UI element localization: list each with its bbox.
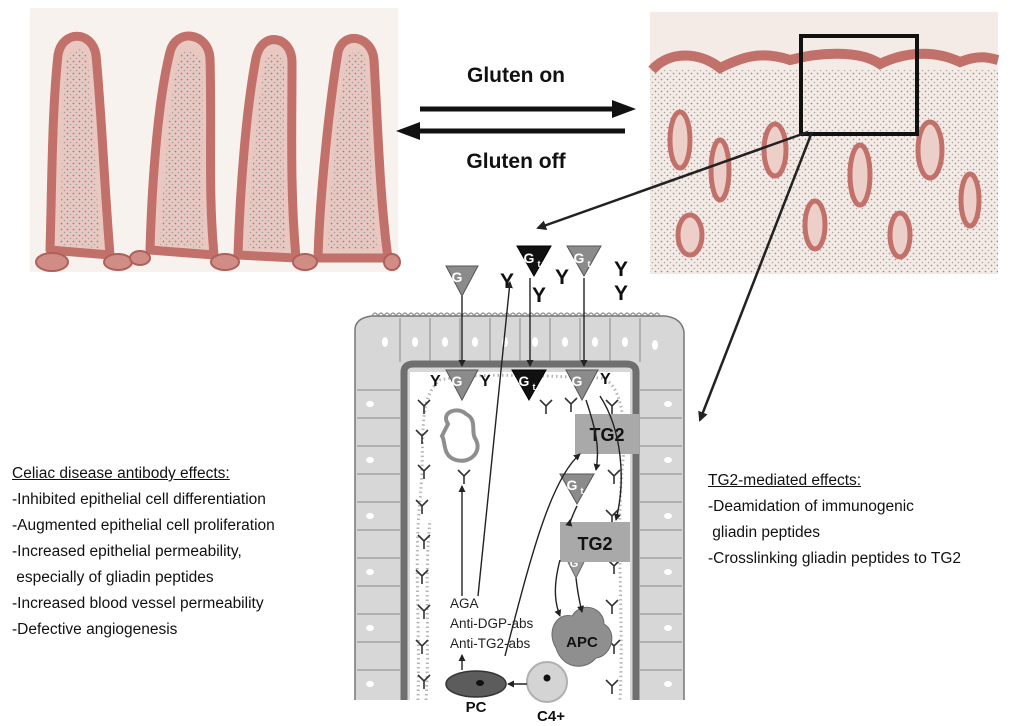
antibody-dgp: Anti-DGP-abs — [450, 616, 534, 631]
antibody-aga: AGA — [450, 596, 479, 611]
svg-text:Y: Y — [500, 270, 514, 293]
g2-label: G — [452, 373, 463, 389]
svg-text:Y: Y — [532, 284, 546, 307]
tg2-effect-item: -Deamidation of immunogenic — [708, 494, 961, 520]
tg2-effect-item: -Crosslinking gliadin peptides to TG2 — [708, 546, 961, 572]
g-label: G — [452, 269, 463, 285]
antibody-effect-item: -Augmented epithelial cell proliferation — [12, 513, 275, 539]
svg-text:Y: Y — [614, 258, 628, 281]
antibody-effect-item: -Increased blood vessel permeability — [12, 591, 275, 617]
tg2-label-bottom: TG2 — [577, 534, 612, 554]
antibody-effect-item: -Defective angiogenesis — [12, 617, 275, 643]
svg-text:Y: Y — [600, 371, 611, 388]
antibody-effects-panel: Celiac disease antibody effects: -Inhibi… — [12, 461, 275, 643]
histology-normal-villi — [30, 8, 400, 272]
tg2-effect-item: gliadin peptides — [708, 520, 961, 546]
gt2-label: G — [574, 250, 585, 266]
gluten-off-label: Gluten off — [466, 150, 566, 173]
svg-text:Y: Y — [555, 266, 569, 289]
histology-atrophic-mucosa — [650, 12, 998, 274]
antibody-effect-item: -Inhibited epithelial cell differentiati… — [12, 487, 275, 513]
pc-label: PC — [466, 699, 487, 716]
svg-text:Y: Y — [614, 282, 628, 305]
g3-label: G — [572, 373, 583, 389]
svg-text:Y: Y — [480, 373, 491, 390]
gt2-sub: t — [588, 259, 591, 269]
gt-label: G — [524, 250, 535, 266]
apc-label: APC — [566, 634, 598, 651]
villus-schematic: G G t G t G G t G G t G YYY YY YY Y TG2 … — [355, 246, 684, 725]
c4-cell — [527, 662, 567, 702]
gt3-sub: t — [533, 382, 536, 392]
gt3-label: G — [519, 373, 530, 389]
gluten-arrows: Gluten on Gluten off — [396, 64, 636, 173]
antibody-effects-heading: Celiac disease antibody effects: — [12, 461, 275, 487]
antibody-tg2: Anti-TG2-abs — [450, 636, 531, 651]
tg2-effects-panel: TG2-mediated effects: -Deamidation of im… — [708, 468, 961, 572]
gt4-label: G — [567, 477, 578, 493]
gt4-sub: t — [581, 486, 584, 496]
antibody-effect-item: especially of gliadin peptides — [12, 565, 275, 591]
svg-text:Y: Y — [430, 373, 441, 390]
gt-sub: t — [538, 259, 541, 269]
antibody-effect-item: -Increased epithelial permeability, — [12, 539, 275, 565]
gluten-on-label: Gluten on — [467, 64, 565, 87]
tg2-effects-heading: TG2-mediated effects: — [708, 468, 961, 494]
plasma-cell — [446, 671, 506, 697]
blood-vessel — [442, 410, 478, 460]
c4-label: C4+ — [537, 708, 565, 725]
